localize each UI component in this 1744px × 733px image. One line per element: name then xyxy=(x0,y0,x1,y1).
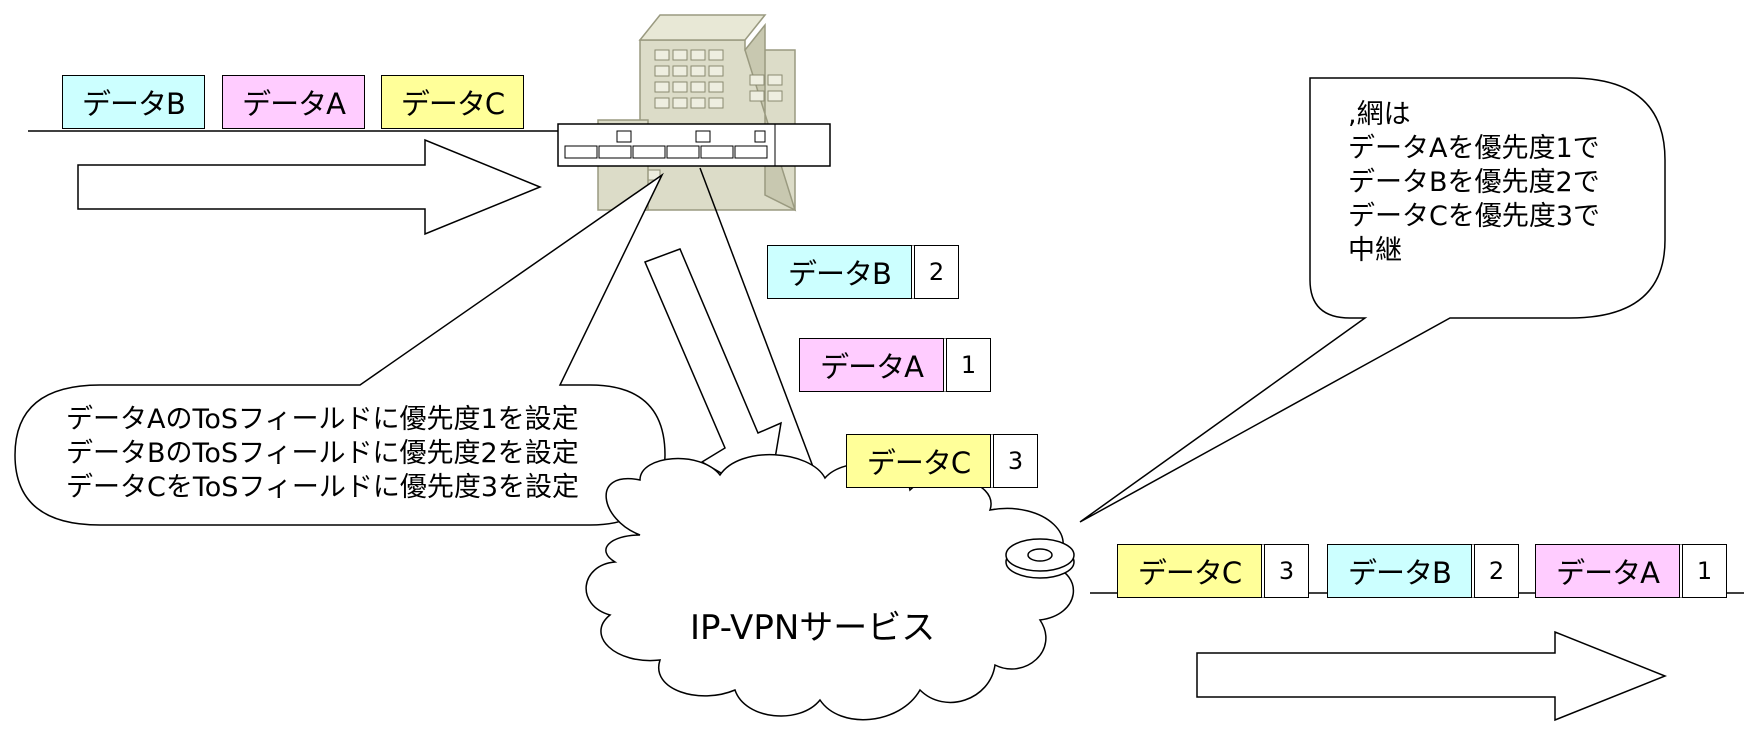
left-callout-line: データCをToSフィールドに優先度3を設定 xyxy=(66,472,580,503)
outgoing-priority-b: 2 xyxy=(1471,544,1519,598)
cloud-router-icon xyxy=(1005,538,1075,579)
right-callout-text: ,網は データAを優先度1で データBを優先度2で データCを優先度3で 中継 xyxy=(1348,98,1600,268)
incoming-packet-c: データC xyxy=(381,75,524,129)
marked-packet-c: データC xyxy=(846,434,991,488)
incoming-packet-b: データB xyxy=(62,75,205,129)
outgoing-packet-a: データA xyxy=(1535,544,1680,598)
right-callout-line: データCを優先度3で xyxy=(1348,201,1601,232)
marked-packet-b: データB xyxy=(767,245,912,299)
right-callout-shape xyxy=(1079,77,1666,523)
router-icon xyxy=(557,123,831,167)
cloud-shape xyxy=(585,454,1075,721)
right-callout-line: データBを優先度2で xyxy=(1348,167,1600,198)
marked-priority-b: 2 xyxy=(911,245,959,299)
marked-priority-c: 3 xyxy=(990,434,1038,488)
right-callout-line: ,網は xyxy=(1348,99,1411,130)
outgoing-arrow xyxy=(1196,630,1668,722)
outgoing-priority-a: 1 xyxy=(1679,544,1727,598)
outgoing-packet-c: データC xyxy=(1117,544,1262,598)
right-callout-line: 中継 xyxy=(1348,235,1402,266)
right-callout-line: データAを優先度1で xyxy=(1348,133,1600,164)
left-callout-text: データAのToSフィールドに優先度1を設定 データBのToSフィールドに優先度2… xyxy=(66,403,579,505)
cloud-label: IP-VPNサービス xyxy=(690,608,936,648)
router-link-line xyxy=(699,167,833,518)
left-callout-line: データAのToSフィールドに優先度1を設定 xyxy=(66,404,579,435)
marked-packet-a: データA xyxy=(799,338,944,392)
building-icon xyxy=(597,14,797,212)
incoming-arrow xyxy=(77,138,542,236)
left-callout-shape xyxy=(14,172,666,526)
incoming-packet-a: データA xyxy=(222,75,365,129)
left-callout-line: データBのToSフィールドに優先度2を設定 xyxy=(66,438,579,469)
marked-priority-a: 1 xyxy=(943,338,991,392)
outgoing-priority-c: 3 xyxy=(1261,544,1309,598)
outgoing-packet-b: データB xyxy=(1327,544,1472,598)
